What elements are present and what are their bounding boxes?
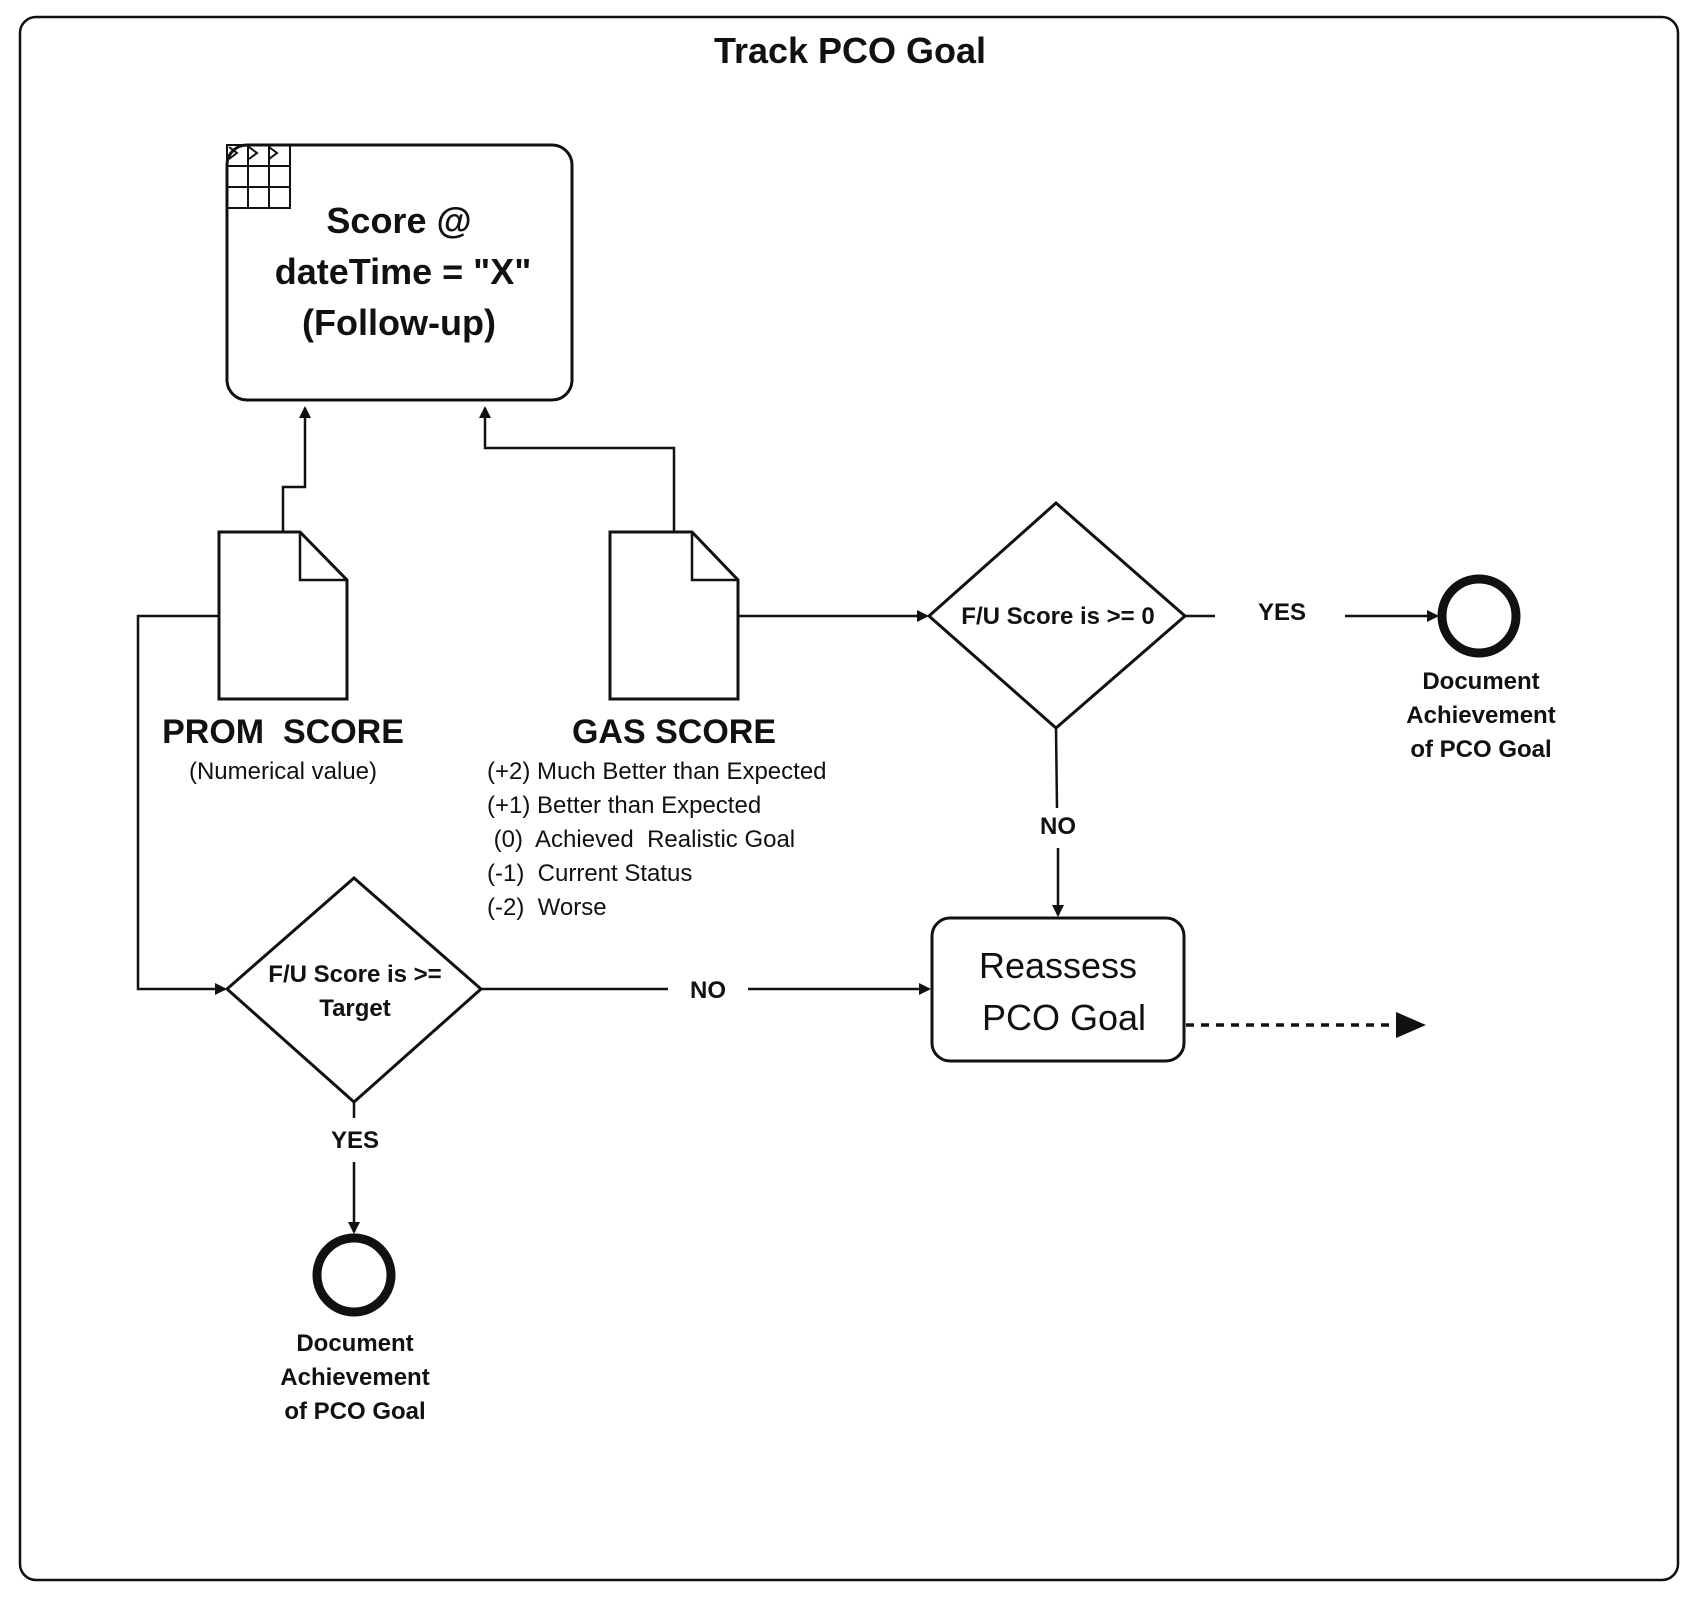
table-icon (226, 144, 291, 209)
gas-scale-list: (+2) Much Better than Expected (+1) Bett… (487, 758, 827, 921)
gas-scale-item: (-2) Worse (487, 894, 607, 921)
gas-document-icon (608, 530, 740, 701)
end-bottom-line-1: Document (296, 1330, 413, 1357)
prom-document-icon (217, 530, 349, 701)
gas-scale-item: (+1) Better than Expected (487, 792, 761, 819)
prom-score-label: PROM SCORE (162, 713, 404, 751)
end-right-line-1: Document (1422, 668, 1539, 695)
end-right-line-2: Achievement (1406, 702, 1555, 729)
end-right-line-3: of PCO Goal (1410, 736, 1551, 763)
prom-yes-label: YES (331, 1127, 379, 1154)
diagram-title: Track PCO Goal (714, 30, 986, 71)
gas-to-score-connector (479, 406, 676, 532)
prom-decision-line-1: F/U Score is >= (268, 961, 441, 988)
gas-no-label: NO (1040, 813, 1076, 840)
gas-no-connector-a (1054, 727, 1059, 809)
prom-decision-line-2: Target (319, 995, 391, 1022)
end-event-bottom (312, 1233, 396, 1317)
score-box-line-2: dateTime = "X" (275, 251, 532, 292)
reassess-task-box (930, 916, 1186, 1063)
prom-no-label: NO (690, 977, 726, 1004)
gas-scale-item: (-1) Current Status (487, 860, 692, 887)
score-box-line-1: Score @ (326, 200, 471, 241)
prom-to-decision-connector (136, 614, 227, 995)
gas-yes-label: YES (1258, 599, 1306, 626)
gas-scale-item: (+2) Much Better than Expected (487, 758, 827, 785)
gas-score-label: GAS SCORE (572, 713, 776, 751)
end-event-right (1437, 574, 1521, 658)
gas-decision-text: F/U Score is >= 0 (961, 603, 1154, 630)
reassess-line-1: Reassess (979, 945, 1137, 986)
score-box-line-3: (Follow-up) (302, 302, 496, 343)
outer-frame (18, 15, 1680, 1582)
prom-to-score-connector (281, 406, 311, 532)
score-task-box: Score @ dateTime = "X" (Follow-up) (225, 143, 574, 402)
end-bottom-line-2: Achievement (280, 1364, 429, 1391)
prom-score-sublabel: (Numerical value) (189, 758, 377, 785)
reassess-line-2: PCO Goal (982, 997, 1146, 1038)
end-bottom-line-3: of PCO Goal (284, 1398, 425, 1425)
gas-scale-item: (0) Achieved Realistic Goal (487, 826, 795, 853)
